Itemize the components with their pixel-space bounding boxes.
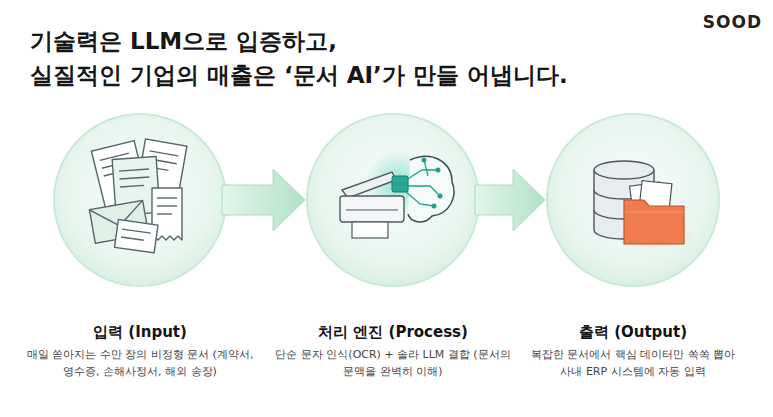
- step-heading: 처리 엔진 (Process): [274, 322, 512, 342]
- circle-outline: [305, 112, 481, 288]
- title-spacer: [365, 24, 620, 58]
- step-description: 단순 문자 인식(OCR) + 솔라 LLM 결합 (문서의 문맥을 완벽히 이…: [274, 346, 512, 380]
- title-text: 기술력은 LLM으로 입증하고, 실질적인 기업의 매출은 ‘문서 AI’가 만…: [30, 28, 568, 88]
- title-block: 기술력은 LLM으로 입증하고, 실질적인 기업의 매출은 ‘문서 AI’가 만…: [30, 24, 620, 92]
- process-circle: 출력 (Output)복잡한 문서에서 핵심 데이터만 쏙쏙 뽑아 사내 ERP…: [545, 112, 721, 288]
- step-description: 복잡한 문서에서 핵심 데이터만 쏙쏙 뽑아 사내 ERP 시스템에 자동 입력: [520, 346, 746, 380]
- brand-logo: SOOD: [690, 12, 762, 32]
- circle-outline: [545, 112, 721, 288]
- flow-arrow: [475, 169, 545, 231]
- process-circle: 입력 (Input)매일 쏟아지는 수만 장의 비정형 문서 (계약서, 영수증…: [52, 112, 228, 288]
- circle-shape: [54, 114, 226, 286]
- circle-outline: [52, 112, 228, 288]
- process-circle: 처리 엔진 (Process)단순 문자 인식(OCR) + 솔라 LLM 결합…: [305, 112, 481, 288]
- flow-arrow: [222, 169, 305, 231]
- circle-shape: [307, 114, 479, 286]
- circle-shape: [547, 114, 719, 286]
- step-heading: 입력 (Input): [19, 322, 261, 342]
- step-heading: 출력 (Output): [520, 322, 746, 342]
- step-description: 매일 쏟아지는 수만 장의 비정형 문서 (계약서, 영수증, 손해사정서, 해…: [19, 346, 261, 380]
